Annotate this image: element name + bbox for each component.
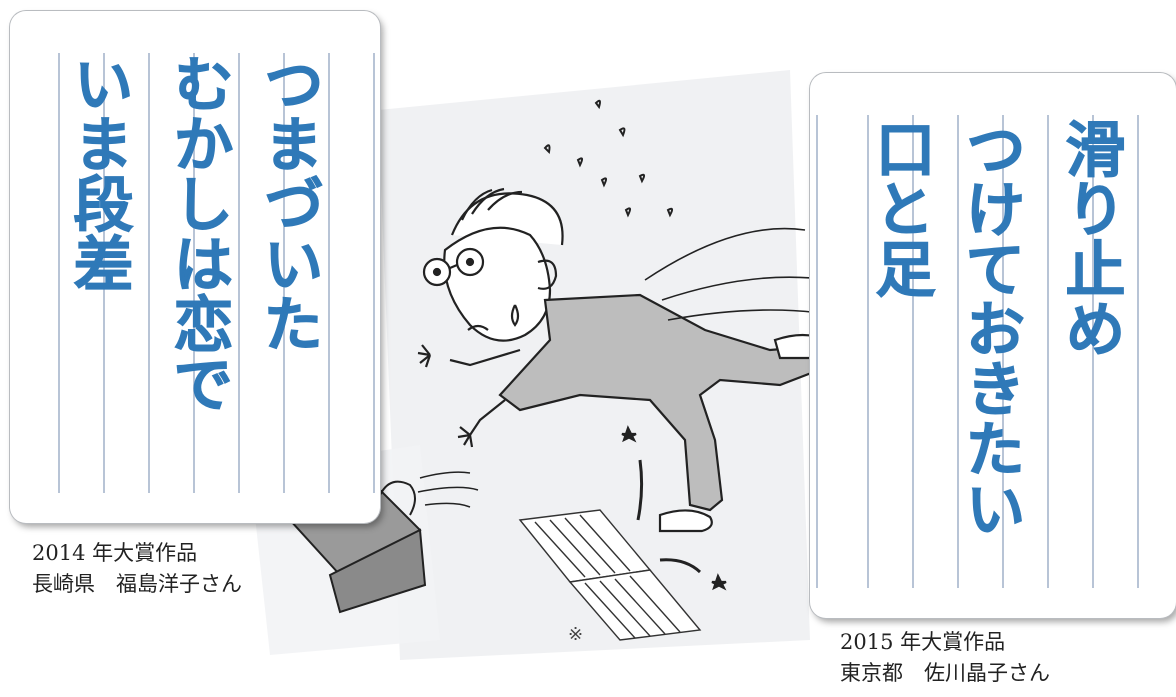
poem-line-1: つまづいた: [253, 53, 324, 354]
poem-caption-2015: 2015 年大賞作品 東京都 佐川晶子さん: [840, 627, 1050, 689]
caption-author: 長崎県 福島洋子さん: [32, 572, 242, 596]
caption-award-year: 2015 年大賞作品: [840, 630, 1006, 654]
caption-author: 東京都 佐川晶子さん: [840, 661, 1050, 685]
falling-man: [417, 187, 873, 591]
sweat-drops: [543, 99, 674, 218]
poem-card-2014: つまづいた むかしは恋で いま段差: [10, 11, 380, 523]
poem-caption-2014: 2014 年大賞作品 長崎県 福島洋子さん: [32, 538, 242, 600]
poem-line-1: 滑り止め: [1055, 118, 1126, 359]
caption-award-year: 2014 年大賞作品: [32, 541, 198, 565]
reference-mark: ※: [568, 624, 584, 645]
poem-line-2: つけておきたい: [955, 118, 1026, 539]
poem-card-2015: 滑り止め つけておきたい 口と足: [810, 73, 1176, 618]
poem-line-3: いま段差: [63, 53, 134, 294]
card-ruled-lines: [10, 53, 380, 493]
drain-grate: [518, 509, 702, 641]
poem-line-2: むかしは恋で: [163, 53, 234, 414]
card-ruled-lines: [810, 115, 1176, 588]
poem-line-3: 口と足: [865, 118, 936, 299]
